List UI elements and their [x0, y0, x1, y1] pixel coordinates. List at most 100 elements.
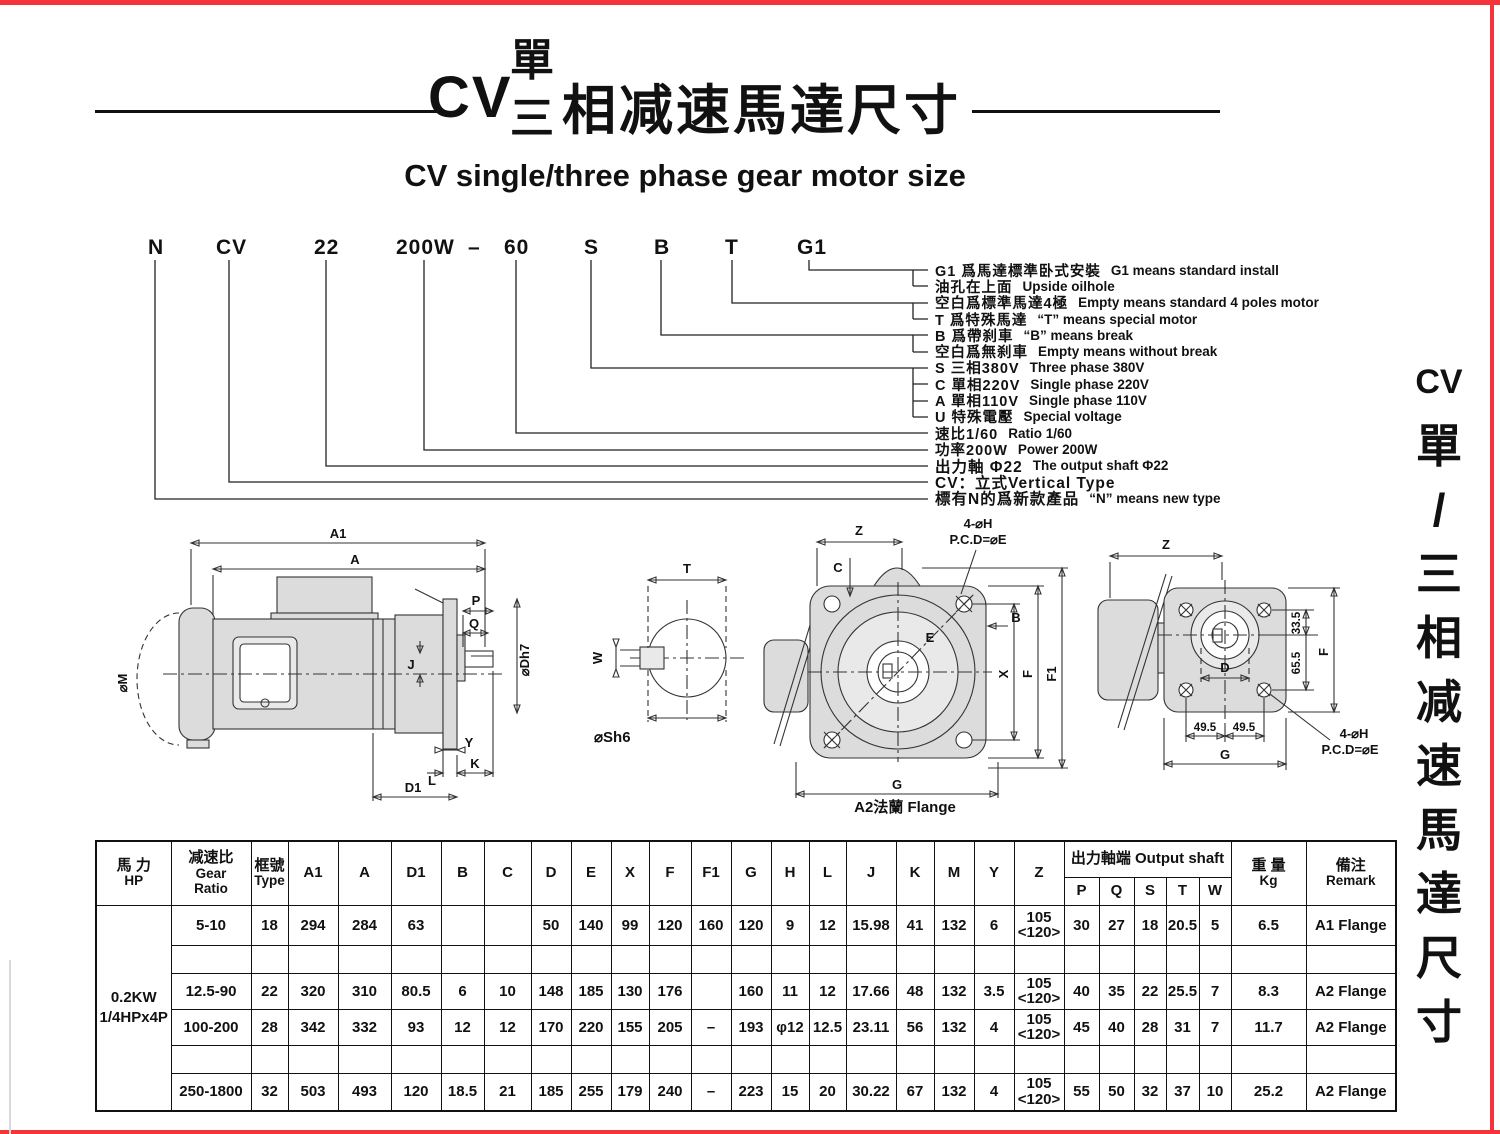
model-code-token: S — [584, 236, 600, 259]
table-cell: 18 — [250, 904, 289, 946]
table-cell: 25.2 — [1230, 1072, 1307, 1112]
table-cell: 120 — [730, 904, 772, 946]
table-cell: 50 — [530, 904, 572, 946]
table-cell: 10 — [483, 972, 532, 1010]
table-cell: 12 — [808, 972, 847, 1010]
table-cell: 40 — [1098, 1008, 1135, 1046]
column-header: Q — [1098, 876, 1135, 906]
table-cell — [610, 944, 650, 974]
table-cell — [170, 944, 252, 974]
table-cell: 32 — [1133, 1072, 1167, 1112]
table-cell — [730, 1044, 772, 1074]
legend-en: Single phase 110V — [1029, 393, 1147, 409]
legend-en: Three phase 380V — [1029, 360, 1145, 376]
model-code-token: 22 — [314, 236, 340, 259]
table-cell: 140 — [570, 904, 612, 946]
table-cell: 12 — [440, 1008, 485, 1046]
flange-caption: A2法蘭 Flange — [854, 798, 956, 816]
table-cell — [250, 1044, 289, 1074]
table-cell: 7 — [1198, 972, 1232, 1010]
title-single-three-stack: 單 三 — [504, 36, 560, 144]
table-cell — [570, 1044, 612, 1074]
table-cell: 160 — [690, 904, 732, 946]
column-header: P — [1063, 876, 1100, 906]
legend-en: Ratio 1/60 — [1008, 425, 1073, 441]
dim-label-z: Z — [855, 523, 863, 538]
dim-label-f1: F1 — [1044, 666, 1059, 681]
table-cell: 503 — [287, 1072, 339, 1112]
table-cell — [933, 944, 975, 974]
table-cell — [1063, 1044, 1100, 1074]
dim-label-g: G — [892, 777, 902, 792]
table-cell — [690, 944, 732, 974]
model-code-token: 60 — [504, 236, 530, 259]
table-cell: 3.5 — [973, 972, 1015, 1010]
table-cell — [933, 1044, 975, 1074]
side-text-char: 寸 — [1416, 996, 1462, 1048]
dim-label-a1: A1 — [330, 526, 347, 541]
table-cell: 28 — [1133, 1008, 1167, 1046]
table-cell — [390, 1044, 442, 1074]
dim-value-49-5-left: 49.5 — [1194, 722, 1217, 734]
column-header: Y — [973, 840, 1015, 906]
table-cell: 22 — [1133, 972, 1167, 1010]
legend-zh: C 單相220V — [935, 377, 1021, 394]
table-cell: A2 Flange — [1305, 1008, 1397, 1046]
table-cell — [610, 1044, 650, 1074]
table-cell: 160 — [730, 972, 772, 1010]
dim-label-dh7: ⌀Dh7 — [517, 644, 532, 676]
table-cell: 11 — [770, 972, 810, 1010]
table-cell: 493 — [337, 1072, 392, 1112]
output-shaft-header: 出力軸端 Output shaft — [1063, 840, 1232, 878]
table-cell — [808, 944, 847, 974]
table-cell — [530, 1044, 572, 1074]
table-cell: 250-1800 — [170, 1072, 252, 1112]
table-cell — [440, 944, 485, 974]
dim-value-65-5: 65.5 — [1291, 651, 1303, 674]
table-cell: 37 — [1165, 1072, 1200, 1112]
table-cell — [1013, 944, 1065, 974]
table-cell: 255 — [570, 1072, 612, 1112]
legend-en: The output shaft Φ22 — [1032, 458, 1169, 474]
table-cell: – — [690, 1008, 732, 1046]
table-cell: 284 — [337, 904, 392, 946]
table-cell: 193 — [730, 1008, 772, 1046]
title-rule-right — [972, 110, 1220, 113]
table-cell: 48 — [895, 972, 935, 1010]
table-cell — [690, 1044, 732, 1074]
column-header: X — [610, 840, 650, 906]
table-cell: 320 — [287, 972, 339, 1010]
table-cell: 170 — [530, 1008, 572, 1046]
table-cell — [287, 944, 339, 974]
dim-label-p: P — [472, 593, 481, 608]
table-cell — [1013, 1044, 1065, 1074]
side-text-char: 達 — [1416, 868, 1462, 920]
table-cell: 220 — [570, 1008, 612, 1046]
column-header: G — [730, 840, 772, 906]
table-row — [96, 944, 1397, 974]
side-text-char: / — [1432, 484, 1446, 536]
table-cell: 20 — [808, 1072, 847, 1112]
table-cell — [1198, 1044, 1232, 1074]
legend-en: “T” means special motor — [1037, 311, 1198, 327]
table-cell: 45 — [1063, 1008, 1100, 1046]
legend-row: B 爲帶刹車“B” means break — [935, 327, 1405, 345]
side-text-char: 單 — [1416, 420, 1462, 472]
title-cv: CV — [428, 65, 513, 130]
table-cell: 32 — [250, 1072, 289, 1112]
table-cell: 25.5 — [1165, 972, 1200, 1010]
page-subtitle: CV single/three phase gear motor size — [404, 158, 966, 193]
title-rule-left — [95, 110, 443, 113]
table-cell — [1198, 944, 1232, 974]
table-cell: 55 — [1063, 1072, 1100, 1112]
table-cell: 179 — [610, 1072, 650, 1112]
table-cell: 28 — [250, 1008, 289, 1046]
